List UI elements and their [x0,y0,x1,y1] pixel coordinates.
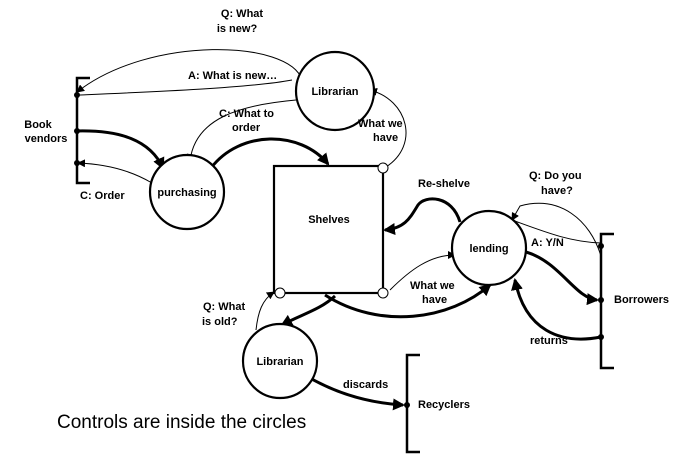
flow-c-what-to-order [186,99,297,162]
shelves-label: Shelves [308,214,350,226]
vendors-dot-2 [74,128,80,134]
borrowers-dot-2 [598,297,604,303]
shelves-box [272,164,385,295]
lending-label: lending [469,243,508,255]
flow-q-what-is-new [76,49,303,93]
flow-what-we-have-top [369,87,407,168]
flow-a-what-is-new [78,79,293,96]
q-what-is-new-line1: Q: What [221,8,263,20]
flow-shelves-to-lending [324,283,492,319]
vendors-dot-3 [74,160,80,166]
purchasing-label: purchasing [157,187,216,199]
borrowers-dot-3 [598,334,604,340]
a-yn-label: A: Y/N [531,237,564,249]
librarian-bottom-circle [241,322,319,400]
recyclers-label: Recyclers [418,399,470,411]
shelves-port-top-right [377,162,389,174]
librarian-top-circle [294,50,376,132]
flow-returns [511,278,602,341]
book-vendors-label-line2: vendors [25,133,68,145]
recyclers-dot [404,402,410,408]
q-what-is-old-line2: is old? [202,316,238,328]
q-do-you-have-line2: have? [541,185,573,197]
what-we-have-top-line1: What we [358,118,403,130]
caption-text: Controls are inside the circles [57,412,306,433]
c-what-to-order-line1: C: What to [219,108,274,120]
flow-a-yn [511,219,602,244]
flow-c-order [77,159,153,184]
borrowers-label: Borrowers [614,294,669,306]
borrowers-dot-1 [598,243,604,249]
q-do-you-have-line1: Q: Do you [529,170,582,182]
what-we-have-top-line2: have [373,132,398,144]
vendors-dot-1 [74,92,80,98]
what-we-have-bottom-line2: have [422,294,447,306]
librarian-top-label: Librarian [311,86,358,98]
book-vendors-label-line1: Book [24,119,52,131]
c-what-to-order-line2: order [232,122,261,134]
q-what-is-old-line1: Q: What [203,301,245,313]
flow-q-what-is-old [255,291,275,331]
shelves-port-bottom-right [377,287,389,299]
lending-circle [450,209,528,287]
q-what-is-new-line2: is new? [217,23,258,35]
flow-re-shelve [383,197,462,235]
returns-label: returns [530,335,568,347]
flow-vendors-to-purchasing [76,129,165,170]
flow-what-we-have-bottom [389,251,456,291]
discards-label: discards [343,379,388,391]
what-we-have-bottom-line1: What we [410,280,455,292]
flow-purchasing-to-shelves [209,137,330,169]
a-what-is-new-label: A: What is new… [188,70,277,82]
flow-shelves-to-librarian [280,294,337,327]
shelves-port-bottom-left [274,287,286,299]
purchasing-circle [148,153,226,231]
flow-discards [309,376,405,411]
librarian-bottom-label: Librarian [256,356,303,368]
flow-lending-to-borrowers [525,250,599,306]
flow-q-do-you-have [511,202,602,257]
re-shelve-label: Re-shelve [418,178,470,190]
c-order-label: C: Order [80,190,125,202]
